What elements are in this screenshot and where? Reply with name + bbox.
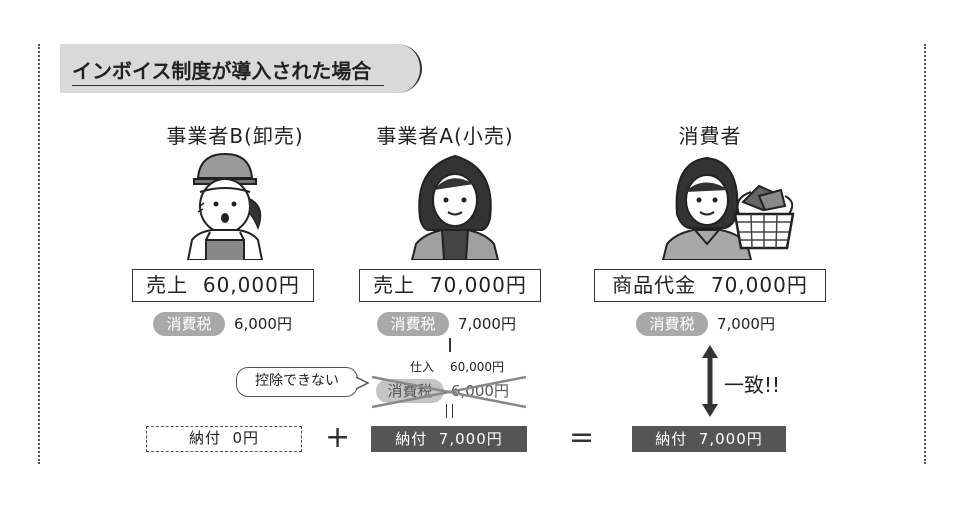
right-dotted-border (924, 44, 926, 464)
b-sales-label: 売上 (146, 273, 188, 297)
consumer-payment-value: 7,000円 (699, 430, 763, 448)
title-underline (72, 85, 384, 86)
a-equals-left (446, 404, 447, 418)
match-arrow-icon (701, 344, 719, 418)
consumer-payment-box: 納付 7,000円 (632, 426, 786, 452)
b-tax-value: 6,000円 (234, 312, 292, 336)
b-payment-value: 0円 (233, 429, 260, 447)
consumer-price-value: 70,000円 (711, 273, 808, 297)
a-tax-pill: 消費税 (377, 312, 449, 336)
b-payment-box: 納付 0円 (146, 426, 302, 452)
a-payment-value: 7,000円 (439, 430, 503, 448)
consumer-name: 消費者 (610, 120, 810, 149)
consumer-price-label: 商品代金 (612, 273, 696, 297)
consumer-tax-value: 7,000円 (717, 312, 775, 336)
wholesaler-illustration (170, 148, 280, 260)
a-sales-label: 売上 (373, 273, 415, 297)
a-sales-box: 売上 70,000円 (359, 269, 541, 302)
b-sales-box: 売上 60,000円 (132, 269, 314, 302)
retailer-illustration (400, 148, 510, 260)
cross-out-mark (366, 373, 532, 411)
b-sales-value: 60,000円 (203, 273, 300, 297)
consumer-payment-label: 納付 (655, 430, 687, 448)
plus-operator: + (325, 423, 350, 453)
page-title: インボイス制度が導入された場合 (72, 55, 371, 84)
a-connector-top (449, 338, 451, 352)
actor-b-name: 事業者B(卸売) (135, 120, 335, 149)
a-tax-value: 7,000円 (458, 312, 516, 336)
a-sales-value: 70,000円 (430, 273, 527, 297)
a-payment-label: 納付 (395, 430, 427, 448)
consumer-price-box: 商品代金 70,000円 (594, 269, 826, 302)
a-payment-box: 納付 7,000円 (371, 426, 527, 452)
equals-operator: = (569, 423, 594, 453)
consumer-tax-pill: 消費税 (636, 312, 708, 336)
match-text: 一致!! (724, 369, 780, 398)
cannot-deduct-bubble: 控除できない (236, 367, 358, 397)
a-equals-right (452, 404, 453, 418)
consumer-illustration (655, 148, 800, 260)
left-dotted-border (38, 44, 40, 464)
actor-a-name: 事業者A(小売) (345, 120, 545, 149)
b-payment-label: 納付 (189, 429, 221, 447)
bubble-tail (356, 376, 370, 390)
b-tax-pill: 消費税 (153, 312, 225, 336)
cannot-deduct-text: 控除できない (255, 373, 339, 389)
